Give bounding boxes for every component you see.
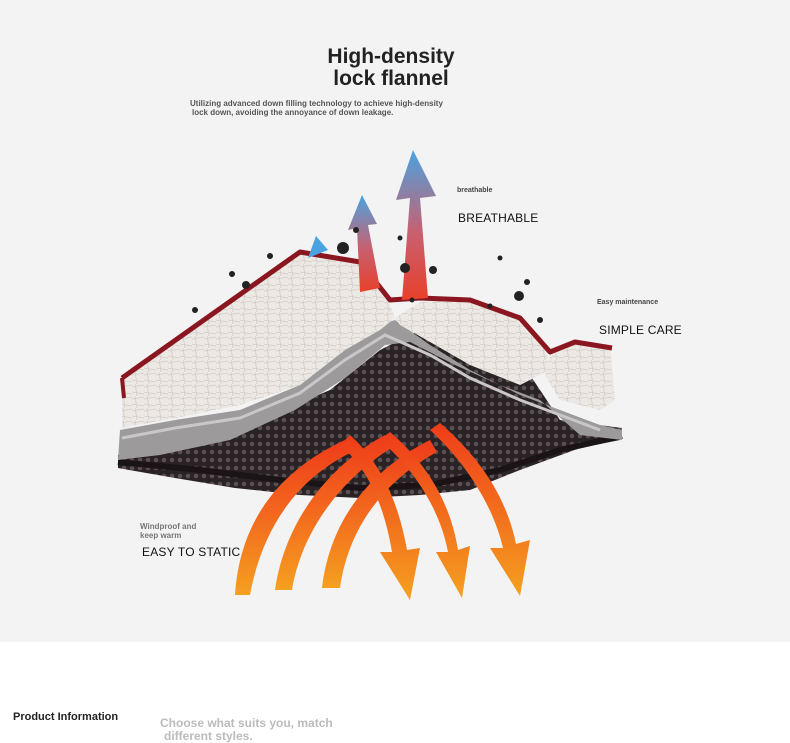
- tagline-line-2: different styles.: [164, 729, 253, 743]
- title-line-1: High-density: [327, 45, 455, 68]
- down-fill-left: [122, 252, 395, 428]
- static-label: EASY TO STATIC: [142, 545, 241, 559]
- section-description: Utilizing advanced down filling technolo…: [190, 99, 510, 117]
- care-caption: Easy maintenance: [597, 299, 659, 306]
- care-label: SIMPLE CARE: [599, 323, 682, 337]
- description-line-1: Utilizing advanced down filling technolo…: [190, 99, 443, 108]
- moisture-beads: [192, 227, 543, 323]
- style-tagline: Choose what suits you, match different s…: [160, 717, 333, 743]
- section-title: High-density lock flannel: [300, 46, 482, 90]
- fabric-layers-illustration: [117, 150, 623, 600]
- breathable-label: BREATHABLE: [458, 211, 539, 225]
- down-fill-middle: [395, 300, 550, 385]
- product-information-heading: Product Information: [13, 711, 119, 723]
- gray-layer: [118, 320, 622, 460]
- breathing-arrows: [308, 150, 436, 300]
- red-fabric-edge: [120, 249, 613, 381]
- static-caption-line-1: Windproof and: [140, 522, 197, 531]
- static-caption: Windproof and keep warm: [140, 522, 196, 540]
- title-line-2: lock flannel: [333, 67, 449, 90]
- tagline-line-1: Choose what suits you, match: [160, 716, 333, 730]
- heat-arrows: [235, 423, 530, 600]
- breathable-caption: breathable: [457, 187, 493, 194]
- description-line-2: lock down, avoiding the annoyance of dow…: [192, 108, 394, 117]
- static-caption-line-2: keep warm: [140, 531, 182, 540]
- down-fill-right: [545, 345, 615, 410]
